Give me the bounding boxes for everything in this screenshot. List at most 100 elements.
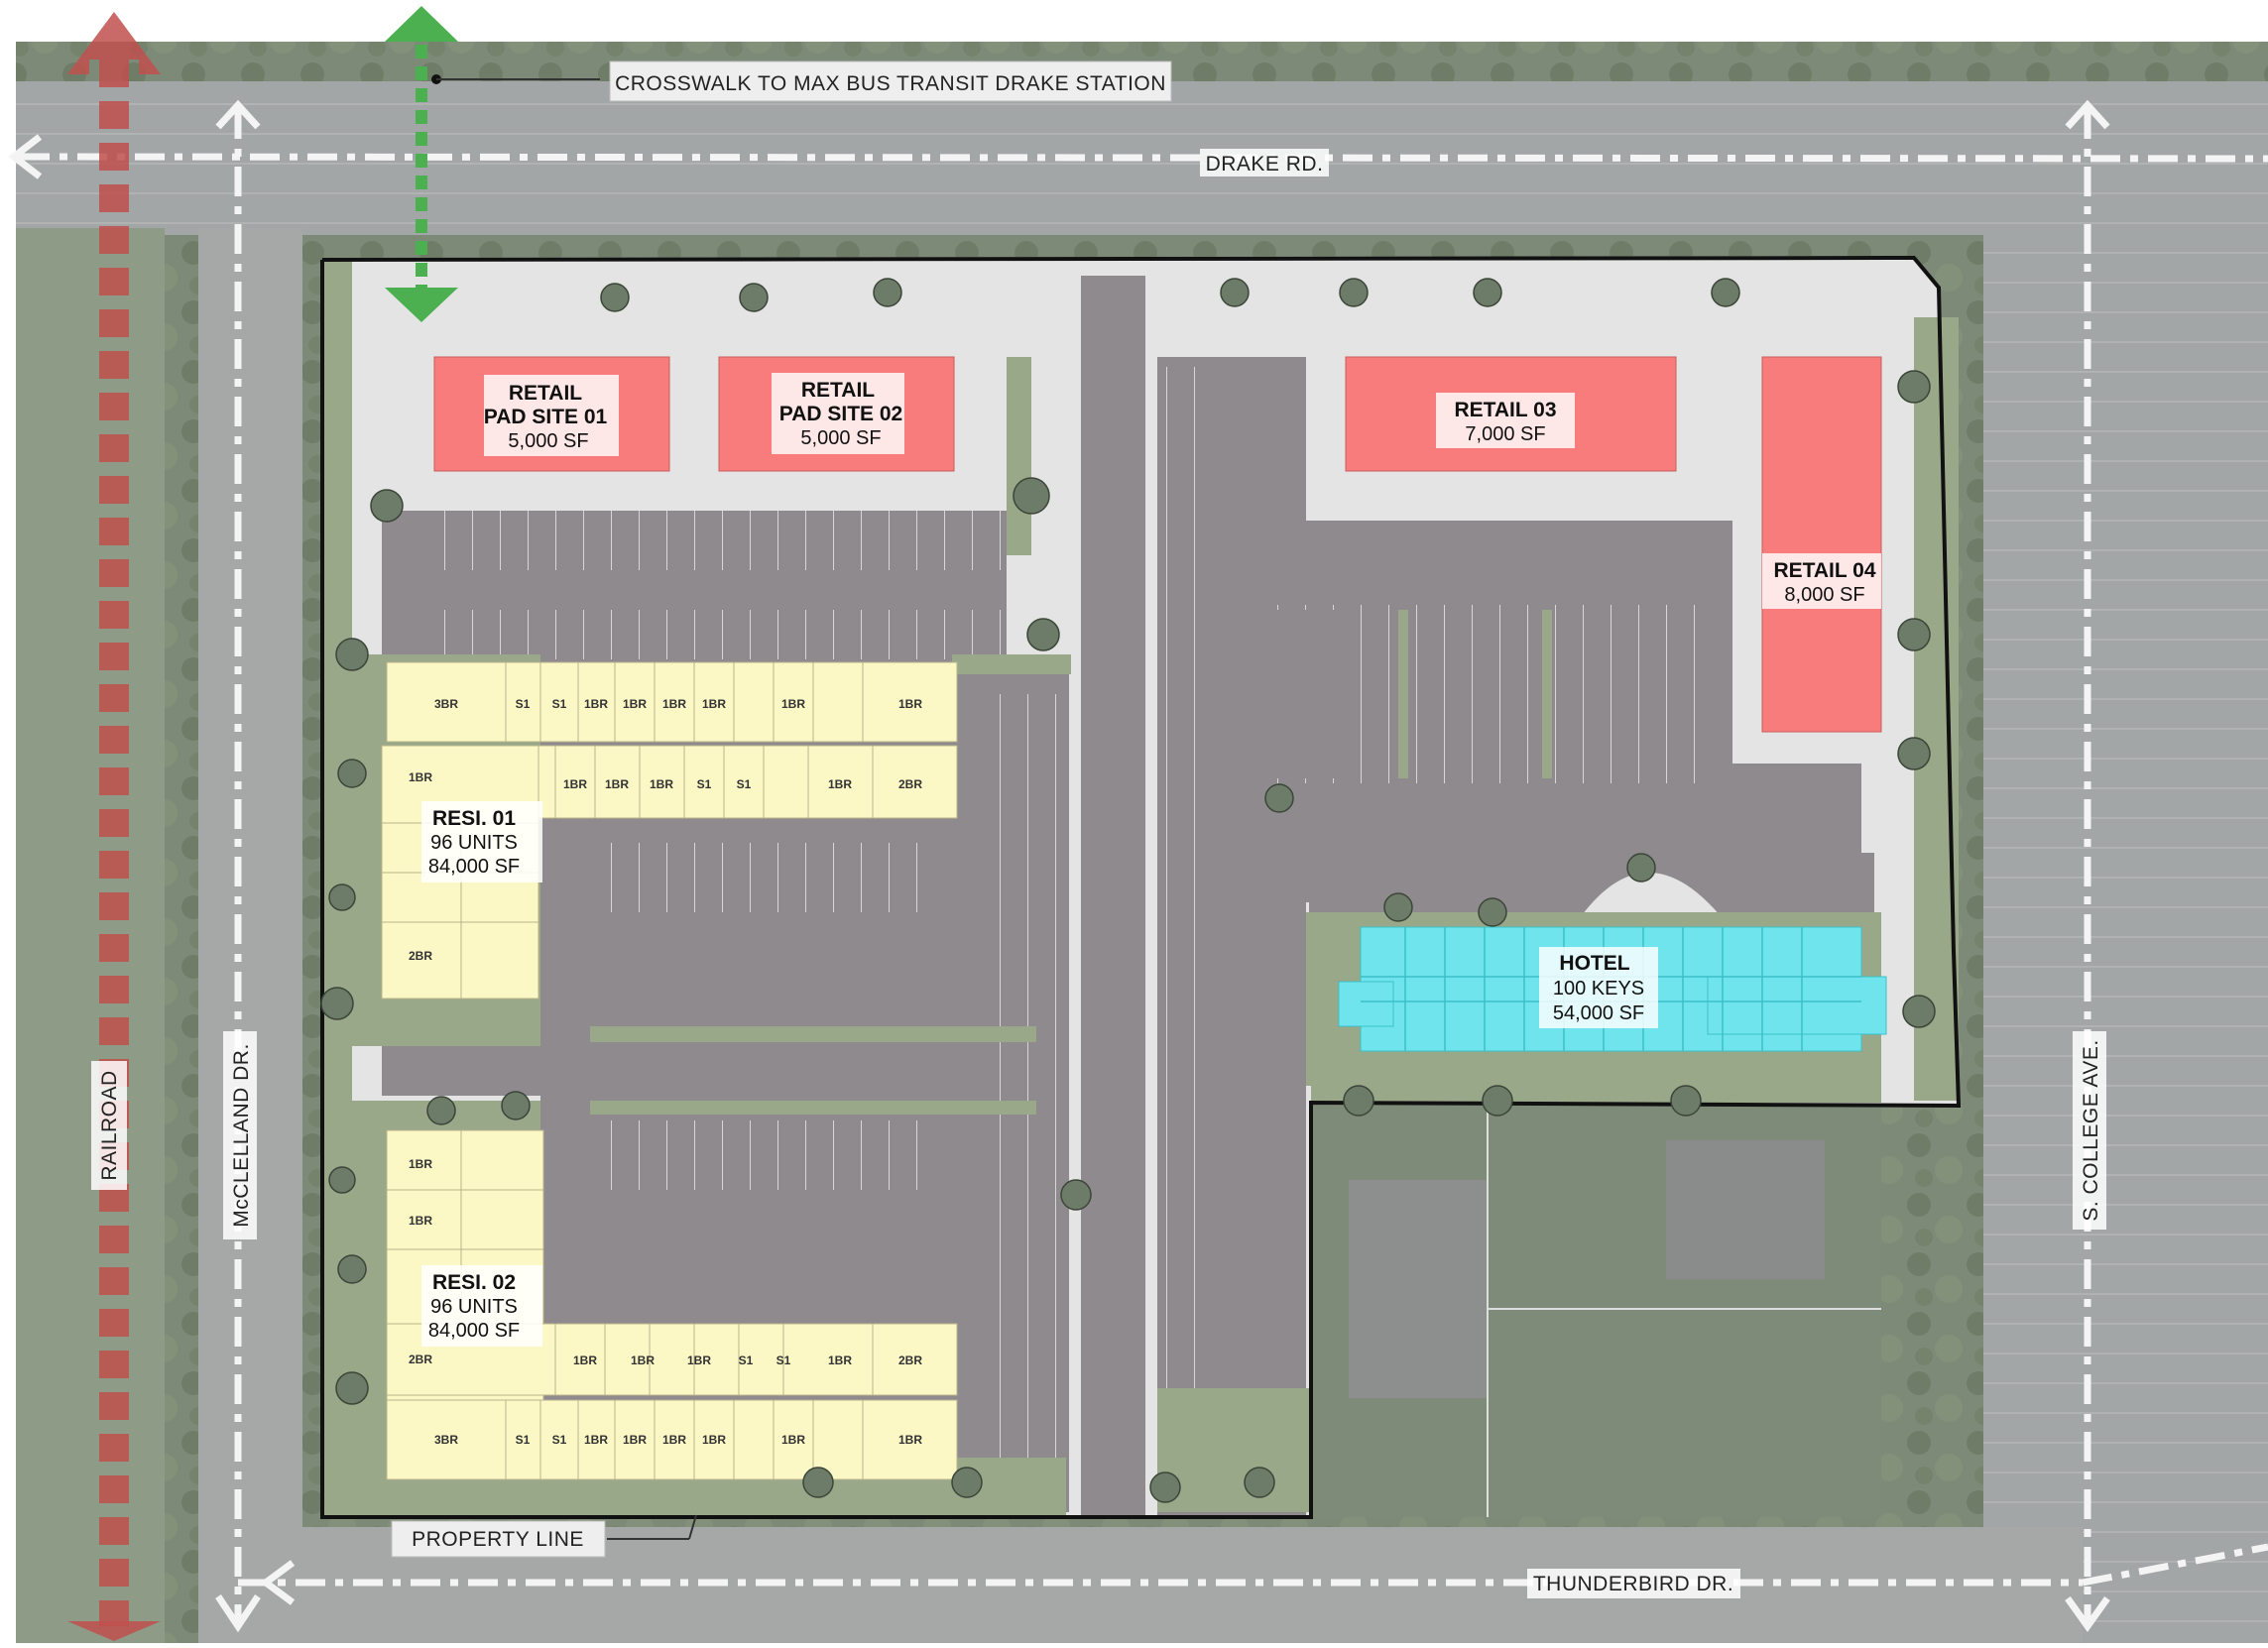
arrow-icon [2065, 99, 2110, 130]
unit-label: 1BR [781, 1433, 805, 1447]
unit-label: S1 [697, 777, 712, 791]
retail-pad-site-01: RETAIL PAD SITE 01 5,000 SF [433, 356, 670, 472]
unit-label: 1BR [702, 1433, 726, 1447]
hotel-title: HOTEL [1559, 952, 1629, 975]
tree-icon [328, 1166, 356, 1194]
tree-icon [951, 1467, 983, 1498]
resi01-title: RESI. 01 [432, 807, 516, 830]
unit-label: 1BR [563, 777, 587, 791]
hotel-roundabout [1577, 873, 1726, 922]
arrow-icon [67, 1621, 161, 1641]
landscape-strip [1007, 357, 1031, 555]
retail01-subtitle: PAD SITE 01 [484, 406, 608, 428]
tree-icon [1897, 737, 1931, 770]
crosswalk-label: CROSSWALK TO MAX BUS TRANSIT DRAKE STATI… [615, 72, 1166, 95]
unit-label: 1BR [409, 1214, 432, 1228]
tree-icon [1383, 892, 1413, 922]
tree-icon [335, 638, 369, 671]
unit-label: 1BR [687, 1354, 711, 1367]
tree-icon [1473, 278, 1502, 307]
tree-icon [1026, 618, 1060, 651]
resi01-area: 84,000 SF [428, 856, 520, 878]
residence-02: 1BR 1BR 1BR S1 S1 1BR 2BR 3BR S1 S1 1BR … [386, 1129, 958, 1480]
resi02-title: RESI. 02 [432, 1271, 516, 1294]
retail02-subtitle: PAD SITE 02 [779, 403, 902, 425]
arrow-icon [385, 288, 458, 322]
crosswalk-callout: CROSSWALK TO MAX BUS TRANSIT DRAKE STATI… [431, 60, 1172, 102]
landscape-island [1398, 610, 1408, 778]
tree-icon [1897, 370, 1931, 404]
college-text: S. COLLEGE AVE. [2080, 1039, 2102, 1221]
arrow-icon [2065, 1595, 2110, 1633]
retail-pad-site-02: RETAIL PAD SITE 02 5,000 SF [718, 356, 955, 472]
unit-label: 1BR [584, 697, 608, 711]
unit-label: 1BR [584, 1433, 608, 1447]
retail01-title: RETAIL [509, 382, 582, 405]
unit-label: S1 [776, 1354, 791, 1367]
college-label: S. COLLEGE AVE. [2073, 1031, 2106, 1230]
unit-label: 2BR [409, 1353, 432, 1366]
unit-label: 1BR [409, 1157, 432, 1171]
unit-label: 1BR [662, 1433, 686, 1447]
parking-stalls [590, 1120, 917, 1190]
unit-label: 1BR [650, 777, 673, 791]
tree-icon [337, 1254, 367, 1284]
landscape-island [1259, 610, 1334, 778]
tree-icon [1626, 853, 1656, 883]
unit-label: S1 [516, 1433, 531, 1447]
parking-stalls [421, 511, 1007, 570]
retail03-area: 7,000 SF [1465, 423, 1545, 445]
tree-icon [1670, 1085, 1702, 1117]
property-line-label: PROPERTY LINE [412, 1528, 584, 1551]
road-arrows [19, 109, 2268, 1626]
thunderbird-label: THUNDERBIRD DR. [1527, 1569, 1740, 1598]
unit-label: 1BR [573, 1354, 597, 1367]
arrow-icon [8, 134, 43, 179]
parking-stalls [590, 843, 917, 912]
tree-icon [1149, 1471, 1181, 1503]
arrow-icon [67, 12, 161, 74]
hotel-keys: 100 KEYS [1553, 978, 1644, 1000]
median [1145, 276, 1157, 1515]
tree-icon [1343, 1085, 1374, 1117]
railroad-text: RAILROAD [98, 1070, 121, 1180]
median [1069, 276, 1081, 1515]
retail04-title: RETAIL 04 [1773, 559, 1875, 582]
tree-icon [1902, 995, 1936, 1028]
resi01-units: 96 UNITS [430, 832, 518, 854]
east-landscape [1157, 1388, 1311, 1512]
unit-label: 3BR [434, 1433, 458, 1447]
arrow-icon [215, 1594, 261, 1633]
transit-arrow [385, 6, 458, 322]
adjacent-building [1666, 1140, 1825, 1279]
landscape-island [952, 654, 1071, 674]
thunderbird-text: THUNDERBIRD DR. [1533, 1573, 1733, 1595]
property-line [320, 255, 1962, 1519]
retail-04: RETAIL 04 8,000 SF [1761, 356, 1882, 733]
tree-icon [1478, 897, 1507, 927]
tree-icon [328, 883, 356, 911]
hotel-area: 54,000 SF [1553, 1002, 1644, 1024]
tree-icon [1244, 1467, 1275, 1498]
unit-label: 3BR [434, 697, 458, 711]
retail02-title: RETAIL [801, 379, 875, 402]
tree-icon [1264, 783, 1294, 813]
tree-icon [873, 278, 902, 307]
unit-label: 1BR [623, 1433, 647, 1447]
tree-icon [600, 283, 630, 312]
tree-icon [1220, 278, 1250, 307]
arrow-icon [385, 6, 458, 42]
retail04-area: 8,000 SF [1784, 584, 1864, 606]
resi02-units: 96 UNITS [430, 1296, 518, 1318]
arrowheads [8, 99, 2110, 1633]
tree-icon [1339, 278, 1369, 307]
unit-label: S1 [552, 1433, 567, 1447]
unit-label: 1BR [898, 1433, 922, 1447]
unit-label: S1 [737, 777, 752, 791]
tree-icon [1711, 278, 1740, 307]
arrow-icon [260, 1560, 296, 1605]
drake-road-label: DRAKE RD. [1200, 149, 1329, 177]
unit-label: S1 [739, 1354, 754, 1367]
parking-stalls [1157, 367, 1217, 1507]
